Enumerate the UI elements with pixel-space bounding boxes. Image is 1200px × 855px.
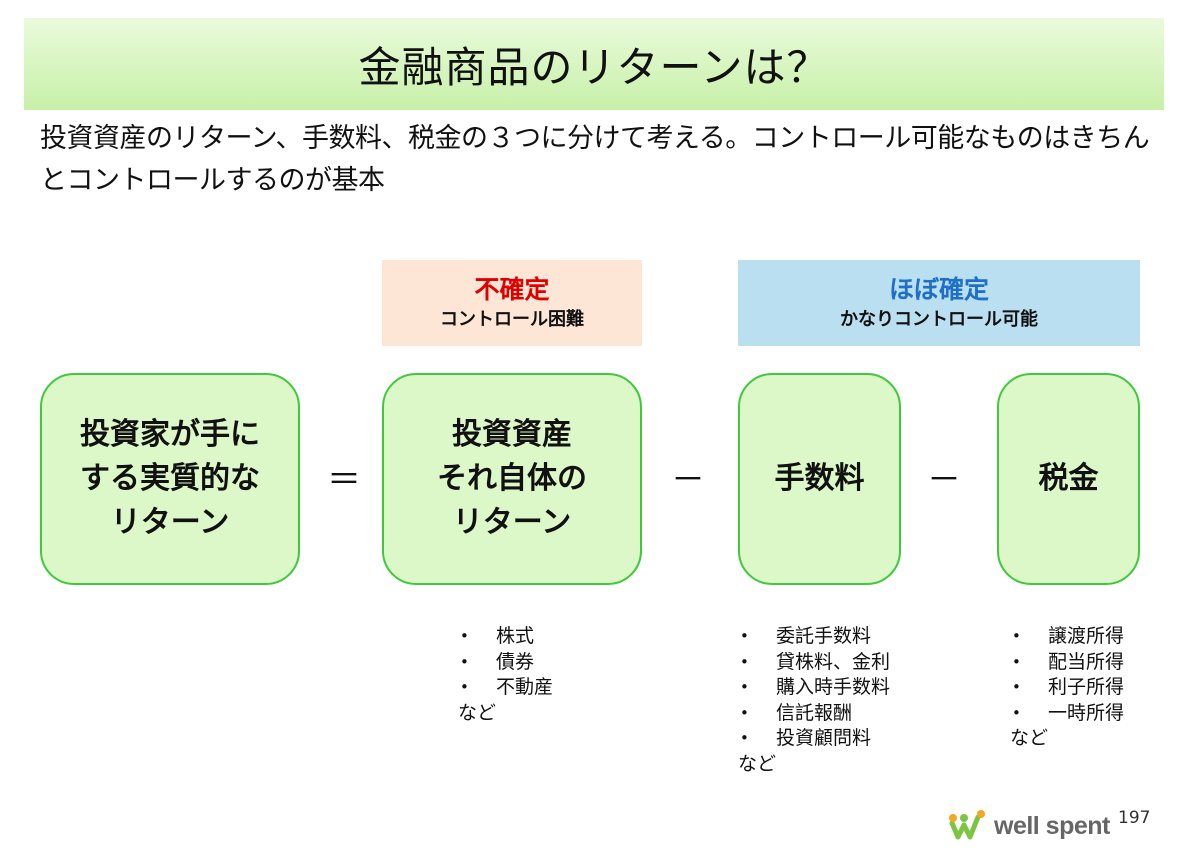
asset-examples-list: 株式 債券 不動産 など bbox=[458, 624, 553, 726]
wellspent-logo-text: well spent bbox=[994, 811, 1110, 840]
list-etc: など bbox=[738, 752, 777, 775]
list-etc: など bbox=[458, 701, 497, 724]
certain-header-subtitle: かなりコントロール可能 bbox=[840, 309, 1038, 330]
page-title: 金融商品のリターンは？ bbox=[358, 42, 830, 92]
equals-operator: ＝ bbox=[327, 460, 361, 500]
investor-return-label: 投資家が手に する実質的な リターン bbox=[80, 417, 260, 540]
uncertain-header-subtitle: コントロール困難 bbox=[440, 309, 584, 330]
list-item: 委託手数料 bbox=[738, 624, 890, 650]
wellspent-logo: well spent bbox=[948, 808, 1110, 844]
fee-examples-list: 委託手数料 貸株料、金利 購入時手数料 信託報酬 投資顧問料 など bbox=[738, 624, 890, 777]
list-item: 利子所得 bbox=[1010, 675, 1124, 701]
asset-return-box: 投資資産 それ自体の リターン bbox=[382, 373, 642, 585]
asset-return-label: 投資資産 それ自体の リターン bbox=[437, 417, 587, 540]
list-item: 配当所得 bbox=[1010, 650, 1124, 676]
certain-header-title: ほぼ確定 bbox=[888, 275, 989, 304]
certain-header: ほぼ確定 かなりコントロール可能 bbox=[738, 260, 1140, 346]
subtitle-text: 投資資産のリターン、手数料、税金の３つに分けて考える。コントロール可能なものはき… bbox=[40, 123, 1150, 196]
tax-examples-list: 譲渡所得 配当所得 利子所得 一時所得 など bbox=[1010, 624, 1124, 752]
list-item: 一時所得 bbox=[1010, 701, 1124, 727]
wellspent-logo-icon bbox=[949, 810, 985, 840]
list-etc: など bbox=[1010, 727, 1049, 749]
taxes-box: 税金 bbox=[997, 373, 1140, 585]
fees-box: 手数料 bbox=[738, 373, 901, 585]
list-item: 購入時手数料 bbox=[738, 675, 890, 701]
list-item: 譲渡所得 bbox=[1010, 624, 1124, 650]
minus-operator-1: － bbox=[671, 460, 705, 500]
list-item: 貸株料、金利 bbox=[738, 650, 890, 676]
uncertain-header: 不確定 コントロール困難 bbox=[382, 260, 642, 346]
list-item: 債券 bbox=[458, 650, 553, 676]
investor-return-box: 投資家が手に する実質的な リターン bbox=[40, 373, 300, 585]
list-item: 信託報酬 bbox=[738, 701, 890, 727]
minus-operator-2: － bbox=[927, 460, 961, 500]
list-item: 不動産 bbox=[458, 675, 553, 701]
list-item: 株式 bbox=[458, 624, 553, 650]
list-item: 投資顧問料 bbox=[738, 726, 890, 752]
taxes-label: 税金 bbox=[1038, 461, 1099, 496]
title-bar: 金融商品のリターンは？ bbox=[24, 18, 1164, 110]
uncertain-header-title: 不確定 bbox=[474, 275, 550, 304]
fees-label: 手数料 bbox=[774, 461, 865, 496]
page-number: 197 bbox=[1118, 808, 1151, 828]
